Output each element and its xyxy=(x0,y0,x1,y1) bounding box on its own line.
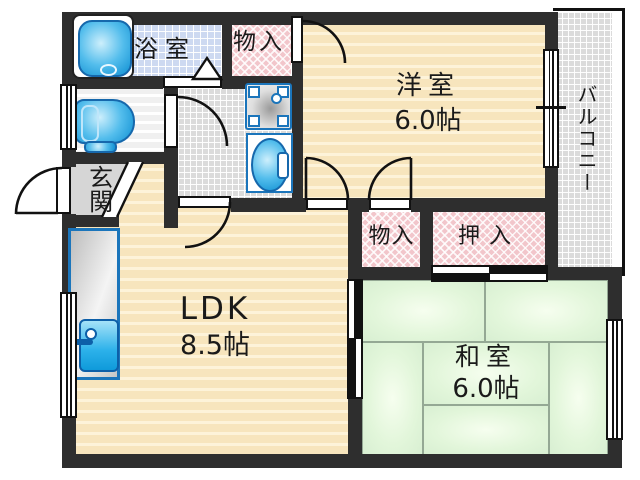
washbasin-icon xyxy=(245,83,292,130)
tatami-mat xyxy=(362,280,485,342)
closet-label: 押入 xyxy=(457,224,520,249)
japanese-room-sliding-door xyxy=(347,279,363,399)
window-tick xyxy=(536,106,566,109)
storage-mid-floor xyxy=(362,212,420,267)
tatami-mat xyxy=(423,405,549,455)
room-size: 6.0帖 xyxy=(394,105,462,136)
balcony-label: バルコニー xyxy=(574,84,598,194)
wall xyxy=(62,215,119,227)
wall xyxy=(62,418,76,458)
laundry-door xyxy=(164,94,178,148)
wall xyxy=(348,198,369,212)
washing-machine-hose xyxy=(84,141,117,153)
wall xyxy=(348,398,362,455)
window xyxy=(60,84,77,150)
wall xyxy=(62,454,622,468)
faucet-icon xyxy=(72,339,93,345)
entrance-label: 玄関 xyxy=(84,165,113,213)
wall xyxy=(608,440,622,456)
wall xyxy=(164,88,178,95)
window xyxy=(60,292,77,418)
storage-top-label: 物入 xyxy=(233,29,285,55)
wall xyxy=(291,12,303,18)
western-room-door-left xyxy=(306,198,348,210)
wall xyxy=(62,152,164,164)
storage-top-door xyxy=(291,16,303,63)
bathtub-icon xyxy=(72,14,134,79)
wall xyxy=(545,168,558,212)
wall xyxy=(362,267,432,280)
western-room-door-right xyxy=(369,198,411,210)
window xyxy=(606,319,623,440)
wall xyxy=(231,198,306,212)
wall xyxy=(545,12,558,50)
hallway-door xyxy=(178,196,231,208)
bathroom-label: 浴室 xyxy=(134,35,196,63)
tatami-mat xyxy=(423,342,549,405)
western-room-label: 洋室 6.0帖 xyxy=(343,71,513,137)
toilet-icon xyxy=(246,133,293,193)
washing-machine-icon xyxy=(74,99,135,144)
japanese-room-label: 和室 6.0帖 xyxy=(396,342,576,405)
wall xyxy=(545,212,558,268)
room-size: 6.0帖 xyxy=(452,373,520,404)
wall xyxy=(62,76,163,89)
entrance-door xyxy=(56,167,71,214)
closet-sliding-door xyxy=(431,265,548,282)
storage-top-floor xyxy=(232,24,291,77)
tatami-mat xyxy=(485,280,608,342)
wall xyxy=(222,12,232,76)
wall xyxy=(62,12,558,25)
wall xyxy=(420,212,433,268)
storage-mid-label: 物入 xyxy=(368,224,415,249)
balcony-floor xyxy=(556,12,612,272)
room-name: LDK xyxy=(179,291,251,327)
kitchen-sink-icon xyxy=(79,319,119,372)
wall xyxy=(547,267,622,280)
wall xyxy=(411,198,558,212)
ldk-label: LDK 8.5帖 xyxy=(135,291,295,361)
wall xyxy=(292,63,303,198)
wall xyxy=(164,148,178,228)
room-size: 8.5帖 xyxy=(180,329,250,361)
wall xyxy=(348,212,362,280)
tatami-mat xyxy=(362,342,423,455)
room-name: 洋室 xyxy=(395,71,460,101)
room-name: 和室 xyxy=(454,342,517,371)
wall xyxy=(608,280,622,320)
closet-floor xyxy=(433,212,545,267)
bathroom-door xyxy=(163,76,222,88)
